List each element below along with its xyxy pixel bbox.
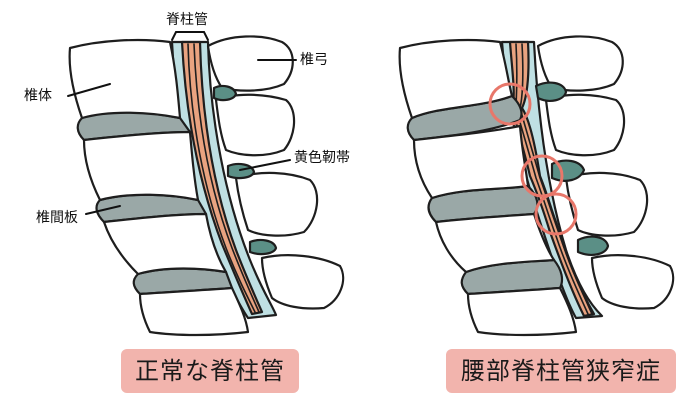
vertebral-arch [536, 35, 624, 92]
vertebral-body [102, 212, 228, 276]
stenosis-highlight-circle [520, 154, 564, 198]
stenosis-spine [398, 35, 675, 337]
stenosis-highlight-circle [488, 82, 532, 126]
vertebral-body [434, 212, 556, 274]
vertebral-arch [214, 93, 296, 157]
nerve-fiber [519, 43, 593, 315]
label-leaders-left [67, 31, 297, 215]
vertebral-arch [206, 35, 294, 92]
label-ligamentum-flavum: 黄色靭帯 [294, 150, 350, 166]
vertebral-arch [564, 171, 649, 237]
label-spinal-canal: 脊柱管 [166, 12, 208, 28]
ligamentum-flavum [226, 162, 256, 180]
vertebral-arch [590, 254, 675, 310]
stenosis-highlights [488, 82, 578, 236]
vertebral-arch [260, 254, 345, 310]
ligamentum-flavum [576, 235, 610, 256]
caption-stenosis: 腰部脊柱管狭窄症 [446, 349, 676, 393]
vertebral-arch [544, 93, 626, 157]
vertebral-body [466, 286, 578, 337]
nerve-fiber [515, 43, 589, 315]
vertebral-body [68, 38, 182, 120]
spinal-canal-bracket [171, 31, 209, 41]
normal-spine [68, 35, 345, 337]
ligamentum-flavum [534, 81, 568, 102]
ligamentum-flavum [212, 84, 238, 102]
label-vertebral-arch: 椎弓 [300, 52, 328, 68]
vertebral-body [82, 130, 200, 202]
caption-normal: 正常な脊柱管 [121, 349, 299, 393]
nerve-bundle [180, 40, 264, 316]
ligamentum-flavum [248, 238, 278, 256]
vertebral-body [412, 124, 530, 200]
intervertebral-disc-leader [85, 205, 121, 215]
vertebral-body-leader [67, 83, 111, 97]
vertebral-body [398, 38, 514, 120]
nerve-fiber [193, 43, 260, 313]
label-intervertebral-disc: 椎間板 [36, 210, 78, 226]
ligamentum-flavum-leader [239, 159, 291, 171]
stenosis-highlight-circle [534, 192, 578, 236]
vertebral-body [138, 286, 250, 337]
label-vertebral-body: 椎体 [24, 88, 52, 104]
nerve-fiber [187, 43, 256, 313]
vertebral-arch [234, 171, 319, 237]
